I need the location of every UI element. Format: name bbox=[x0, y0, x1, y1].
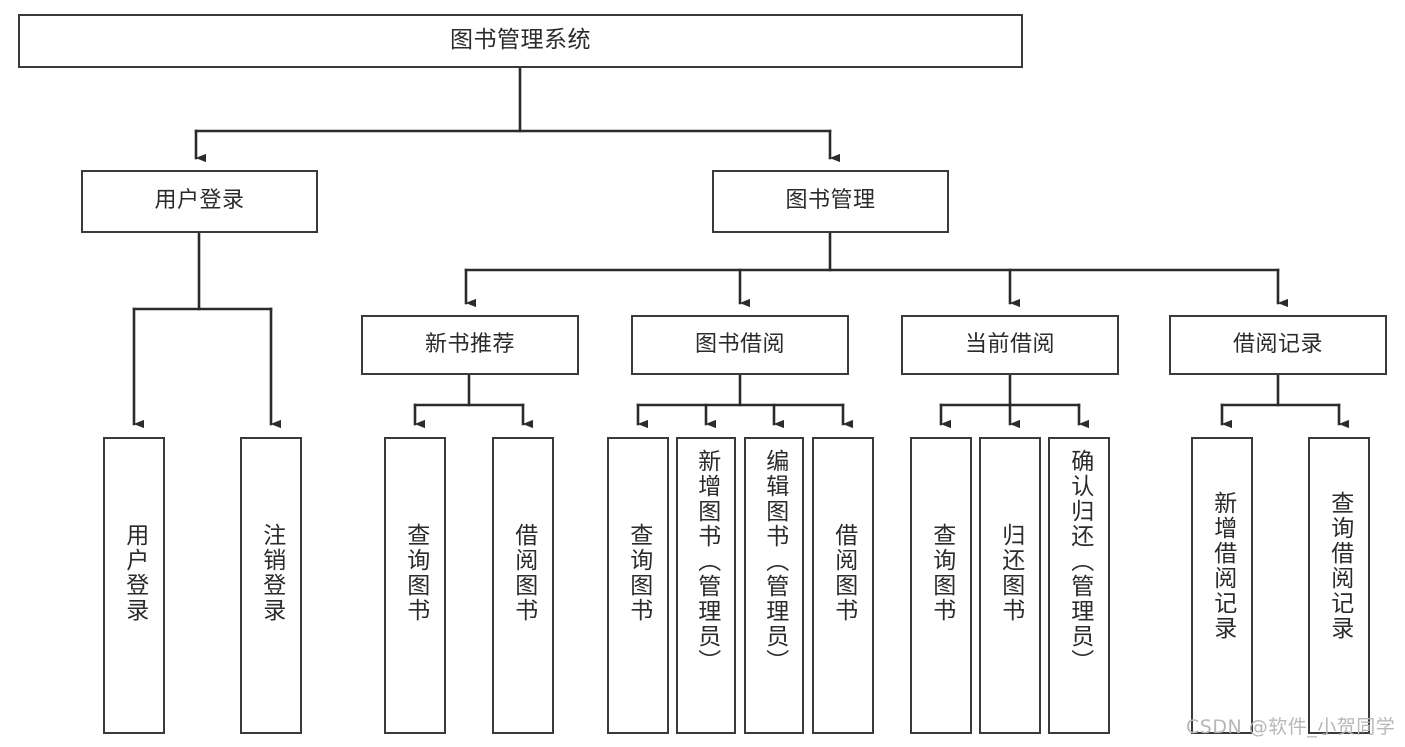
node-label: 查询图书 bbox=[625, 523, 652, 623]
leaf-br-query-record[interactable]: 查询借阅记录 bbox=[1308, 437, 1370, 734]
node-borrow-record[interactable]: 借阅记录 bbox=[1169, 315, 1387, 375]
leaf-logout[interactable]: 注销登录 bbox=[240, 437, 302, 734]
node-label: 图书管理系统 bbox=[450, 27, 591, 54]
node-label: 确认归还（管理员） bbox=[1066, 449, 1093, 674]
node-label: 借阅图书 bbox=[830, 523, 857, 623]
node-label: 归还图书 bbox=[997, 523, 1024, 623]
leaf-bb-edit-book-admin[interactable]: 编辑图书（管理员） bbox=[744, 437, 804, 734]
node-user-login[interactable]: 用户登录 bbox=[81, 170, 318, 233]
leaf-bb-query-book[interactable]: 查询图书 bbox=[607, 437, 669, 734]
node-label: 图书借阅 bbox=[694, 331, 785, 357]
watermark: CSDN @软件_小贺同学 bbox=[1186, 716, 1396, 738]
leaf-cb-return-book[interactable]: 归还图书 bbox=[979, 437, 1041, 734]
node-root-system[interactable]: 图书管理系统 bbox=[18, 14, 1023, 68]
node-label: 编辑图书（管理员） bbox=[761, 449, 788, 674]
leaf-bb-add-book-admin[interactable]: 新增图书（管理员） bbox=[676, 437, 736, 734]
leaf-br-add-record[interactable]: 新增借阅记录 bbox=[1191, 437, 1253, 734]
node-book-borrow[interactable]: 图书借阅 bbox=[631, 315, 849, 375]
node-label: 用户登录 bbox=[154, 188, 245, 214]
leaf-nb-borrow-book[interactable]: 借阅图书 bbox=[492, 437, 554, 734]
node-label: 新书推荐 bbox=[424, 331, 515, 357]
node-label: 查询借阅记录 bbox=[1326, 491, 1353, 641]
node-label: 查询图书 bbox=[928, 523, 955, 623]
node-label: 新增图书（管理员） bbox=[693, 449, 720, 674]
node-label: 图书管理 bbox=[785, 188, 876, 214]
leaf-cb-confirm-return-admin[interactable]: 确认归还（管理员） bbox=[1048, 437, 1110, 734]
node-label: 借阅图书 bbox=[510, 523, 537, 623]
leaf-nb-query-book[interactable]: 查询图书 bbox=[384, 437, 446, 734]
leaf-bb-borrow-book[interactable]: 借阅图书 bbox=[812, 437, 874, 734]
node-label: 注销登录 bbox=[258, 523, 285, 623]
node-label: 用户登录 bbox=[121, 523, 148, 623]
node-current-borrow[interactable]: 当前借阅 bbox=[901, 315, 1119, 375]
node-label: 新增借阅记录 bbox=[1209, 491, 1236, 641]
node-label: 借阅记录 bbox=[1232, 331, 1323, 357]
node-label: 查询图书 bbox=[402, 523, 429, 623]
node-label: 当前借阅 bbox=[964, 331, 1055, 357]
node-book-management[interactable]: 图书管理 bbox=[712, 170, 949, 233]
leaf-user-login[interactable]: 用户登录 bbox=[103, 437, 165, 734]
node-new-book-recommend[interactable]: 新书推荐 bbox=[361, 315, 579, 375]
leaf-cb-query-book[interactable]: 查询图书 bbox=[910, 437, 972, 734]
